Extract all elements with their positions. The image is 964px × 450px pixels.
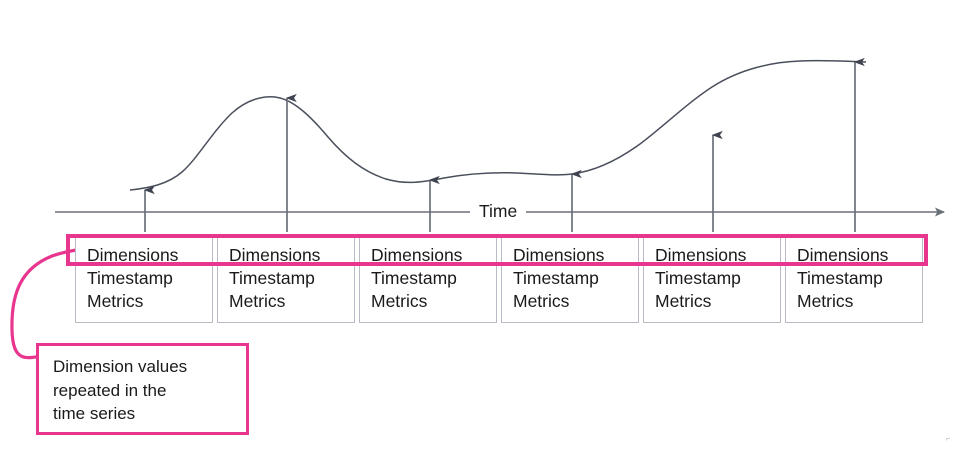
- callout-line-3: time series: [53, 404, 136, 423]
- time-axis-label: Time: [470, 201, 527, 221]
- record-field-metrics: Metrics: [371, 291, 428, 311]
- record-field-timestamp: Timestamp: [371, 268, 457, 288]
- record-field-metrics: Metrics: [87, 291, 144, 311]
- record-box-4[interactable]: Dimensions Timestamp Metrics: [501, 237, 639, 323]
- record-box-2[interactable]: Dimensions Timestamp Metrics: [217, 237, 355, 323]
- callout-line-1: Dimension values: [53, 357, 188, 376]
- record-box-1[interactable]: Dimensions Timestamp Metrics: [75, 237, 213, 323]
- record-field-metrics: Metrics: [513, 291, 570, 311]
- record-field-dimensions: Dimensions: [371, 245, 463, 265]
- record-field-timestamp: Timestamp: [87, 268, 173, 288]
- record-field-metrics: Metrics: [229, 291, 286, 311]
- record-field-timestamp: Timestamp: [229, 268, 315, 288]
- record-field-dimensions: Dimensions: [87, 245, 179, 265]
- record-box-5[interactable]: Dimensions Timestamp Metrics: [643, 237, 781, 323]
- record-field-timestamp: Timestamp: [655, 268, 741, 288]
- record-field-metrics: Metrics: [655, 291, 712, 311]
- callout-note: Dimension values repeated in the time se…: [36, 343, 249, 435]
- time-series-curve: [129, 59, 867, 191]
- record-field-dimensions: Dimensions: [229, 245, 321, 265]
- record-field-dimensions: Dimensions: [797, 245, 889, 265]
- record-field-timestamp: Timestamp: [513, 268, 599, 288]
- record-field-metrics: Metrics: [797, 291, 854, 311]
- record-field-dimensions: Dimensions: [513, 245, 605, 265]
- record-box-3[interactable]: Dimensions Timestamp Metrics: [359, 237, 497, 323]
- callout-line-2: repeated in the: [53, 380, 167, 400]
- record-box-6[interactable]: Dimensions Timestamp Metrics: [785, 237, 923, 323]
- record-field-dimensions: Dimensions: [655, 245, 747, 265]
- record-field-timestamp: Timestamp: [797, 268, 883, 288]
- corner-watermark-mark: ⌐: [946, 436, 951, 443]
